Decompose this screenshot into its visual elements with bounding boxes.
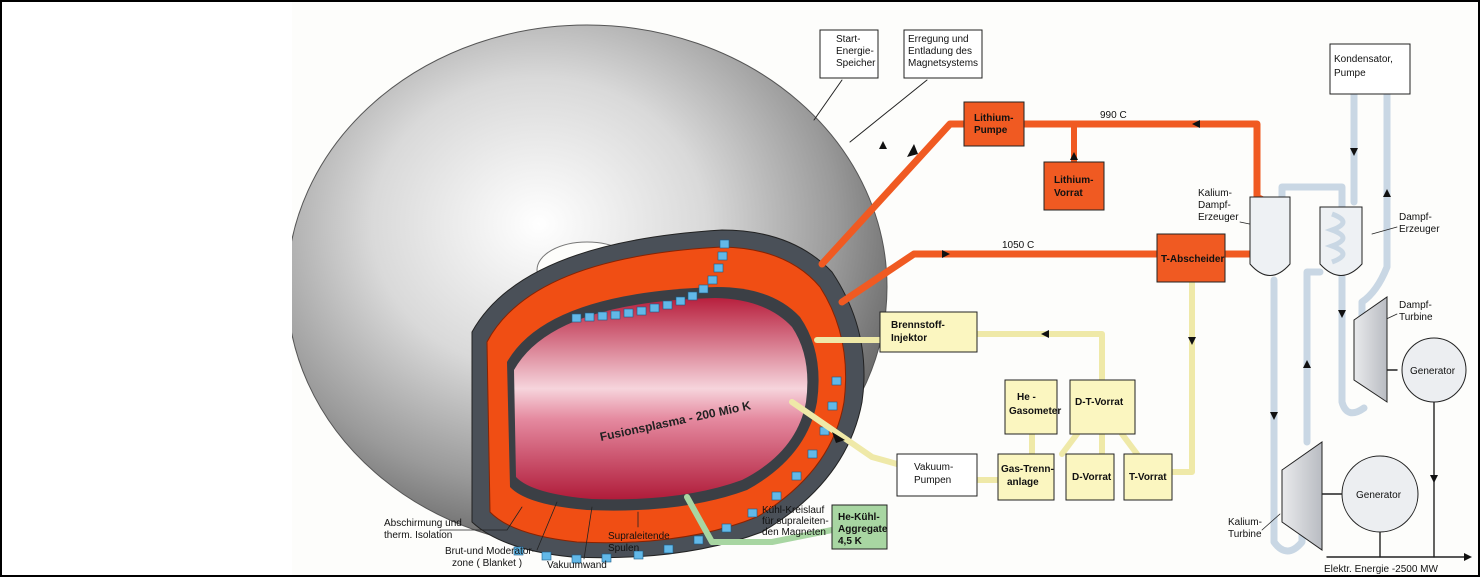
coil: [748, 509, 757, 517]
fuel-line-tsep: [1162, 282, 1192, 472]
t-separator-label: T-Abscheider: [1161, 254, 1224, 265]
lithium-pipe-lower: [842, 254, 1157, 302]
coil: [664, 545, 673, 553]
start-storage-l1: Start-: [836, 34, 860, 45]
coil: [572, 314, 581, 322]
coil: [585, 313, 594, 321]
lithium-store-l1: Lithium-: [1054, 175, 1093, 186]
t-store-label: T-Vorrat: [1129, 472, 1167, 483]
arrow-icon: [1464, 553, 1472, 561]
shield-l1: Abschirmung und: [384, 518, 462, 529]
vacuum-wall-label: Vakuumwand: [547, 560, 607, 571]
coil: [720, 240, 729, 248]
coil: [624, 309, 633, 317]
condenser-l1: Kondensator,: [1334, 54, 1393, 65]
kalium-turbine-l2: Turbine: [1228, 529, 1262, 540]
water-pipe-3: [1307, 272, 1320, 442]
vacuum-pumps-l1: Vakuum-: [914, 462, 953, 473]
temp-1050: 1050 C: [1002, 240, 1034, 251]
torus: Fusionsplasma - 200 Mio K: [292, 25, 887, 563]
fuel-line-dt: [977, 334, 1102, 382]
d-store-label: D-Vorrat: [1072, 472, 1112, 483]
coil: [694, 536, 703, 544]
coils-l1: Supraleitende: [608, 531, 670, 542]
coil: [688, 292, 697, 300]
coil: [542, 552, 551, 560]
generator-top-label: Generator: [1410, 366, 1456, 377]
coil: [808, 450, 817, 458]
gas-sep-l2: anlage: [1007, 477, 1039, 488]
coil: [718, 252, 727, 260]
he-gasometer-l1: He -: [1017, 392, 1036, 403]
steam-gen-l2: Erzeuger: [1399, 224, 1440, 235]
arrow-icon: [879, 141, 887, 149]
lithium-pump-box: [964, 102, 1024, 146]
fuel-line-split: [1062, 434, 1137, 454]
excitation-l3: Magnetsystems: [908, 58, 978, 69]
coil: [714, 264, 723, 272]
he-cooler-l3: 4,5 K: [838, 536, 863, 547]
coil: [637, 307, 646, 315]
fuel-injector-l1: Brennstoff-: [891, 320, 945, 331]
excite-line: [850, 80, 927, 142]
coil: [828, 402, 837, 410]
he-gasometer-l2: Gasometer: [1009, 406, 1061, 417]
excitation-l2: Entladung des: [908, 46, 972, 57]
water-pipe-1: [1282, 187, 1342, 207]
coil: [772, 492, 781, 500]
start-storage-l3: Speicher: [836, 58, 876, 69]
gas-sep-l1: Gas-Trenn-: [1001, 464, 1054, 475]
cooling-l2: für supraleiten-: [762, 516, 829, 527]
generator-bottom-label: Generator: [1356, 490, 1402, 501]
kalium-steam-l1: Kalium-: [1198, 188, 1232, 199]
start-storage-l2: Energie-: [836, 46, 874, 57]
shield-l2: therm. Isolation: [384, 530, 452, 541]
vacuum-pumps-l2: Pumpen: [914, 475, 951, 486]
fusion-plant-diagram: Fusionsplasma - 200 Mio K: [292, 2, 1478, 575]
coil: [699, 285, 708, 293]
coils-l2: Spulen: [608, 543, 639, 554]
kalium-turbine: [1282, 442, 1322, 550]
diagram-canvas: Fusionsplasma - 200 Mio K: [292, 2, 1478, 575]
blanket-l2: zone ( Blanket ): [452, 558, 522, 569]
coil: [676, 297, 685, 305]
kalium-steam-l2: Dampf-: [1198, 200, 1231, 211]
cooling-l1: Kühl-Kreislauf: [762, 505, 824, 516]
he-cooler-l2: Aggregate: [838, 524, 888, 535]
output-label: Elektr. Energie -2500 MW: [1324, 564, 1438, 575]
kalium-turbine-l1: Kalium-: [1228, 517, 1262, 528]
steam-turbine-l1: Dampf-: [1399, 300, 1432, 311]
coil: [722, 524, 731, 532]
lithium-store-l2: Vorrat: [1054, 188, 1083, 199]
lithium-store-box: [1044, 162, 1104, 210]
coil: [832, 377, 841, 385]
coil: [598, 312, 607, 320]
fuel-injector-box: [880, 312, 977, 352]
coil: [708, 276, 717, 284]
coil: [663, 301, 672, 309]
arrow-icon: [1430, 475, 1438, 483]
temp-990: 990 C: [1100, 110, 1127, 121]
kalium-steam-gen: [1250, 197, 1290, 276]
start-line: [814, 80, 842, 120]
fuel-injector-l2: Injektor: [891, 333, 927, 344]
kalium-steam-l3: Erzeuger: [1198, 212, 1239, 223]
blanket-l1: Brut-und Moderator-: [445, 546, 535, 557]
excitation-l1: Erregung und: [908, 34, 969, 45]
coil: [792, 472, 801, 480]
lithium-pump-l1: Lithium-: [974, 113, 1013, 124]
coil: [611, 311, 620, 319]
steam-gen-l1: Dampf-: [1399, 212, 1432, 223]
arrow-icon: [907, 144, 918, 157]
coil: [650, 304, 659, 312]
lithium-pump-l2: Pumpe: [974, 125, 1008, 136]
steam-turbine-l2: Turbine: [1399, 312, 1433, 323]
dt-store-label: D-T-Vorrat: [1075, 397, 1124, 408]
cooling-l3: den Magneten: [762, 527, 826, 538]
water-pipe-5: [1362, 94, 1387, 332]
condenser-l2: Pumpe: [1334, 68, 1366, 79]
he-cooler-l1: He-Kühl-: [838, 512, 880, 523]
